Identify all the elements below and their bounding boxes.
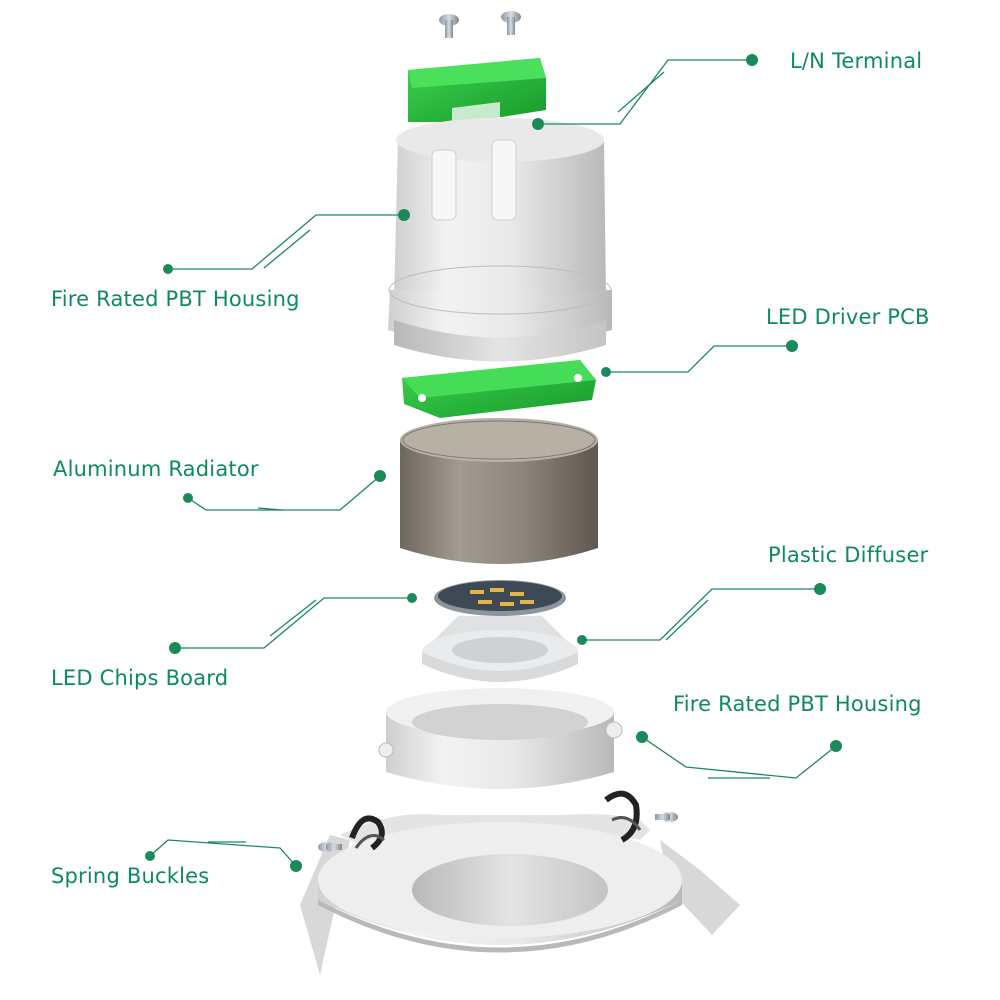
leader-lines: [149, 59, 837, 867]
screw-icon: [501, 11, 521, 35]
leader-dot: [636, 731, 648, 743]
leader-dot: [746, 54, 758, 66]
leader-dot: [398, 209, 410, 221]
leader-dot: [830, 740, 842, 752]
leader-dot: [577, 635, 587, 645]
screw-icon: [439, 14, 459, 38]
label-plastic-diffuser: Plastic Diffuser: [768, 543, 929, 567]
label-driver-pcb: LED Driver PCB: [766, 305, 930, 329]
plastic-diffuser-part: [422, 616, 578, 682]
leader-dot: [145, 851, 155, 861]
spring-buckle-icon: [604, 790, 642, 843]
label-spring-buckles: Spring Buckles: [51, 864, 210, 888]
leader-dot: [532, 118, 544, 130]
leader-dot: [183, 493, 193, 503]
trim-ring-part: [300, 814, 740, 975]
leader-dot: [374, 470, 386, 482]
screw-icon: [655, 812, 678, 822]
driver-pcb-part: [402, 360, 596, 418]
led-chips-board-part: [434, 580, 566, 616]
leader-dot: [786, 340, 798, 352]
leader-dot: [290, 860, 302, 872]
label-led-chips-board: LED Chips Board: [51, 666, 229, 690]
leader-dot: [814, 583, 826, 595]
lower-housing-part: [378, 688, 623, 789]
top-housing-part: [388, 118, 612, 362]
leader-dot: [407, 593, 417, 603]
leader-dot: [169, 642, 181, 654]
ln-terminal-part: [408, 58, 546, 124]
label-aluminum-radiator: Aluminum Radiator: [53, 457, 259, 481]
leader-dot: [601, 367, 611, 377]
spring-buckle-icon: [349, 815, 385, 851]
aluminum-radiator-part: [400, 418, 598, 564]
label-housing-top: Fire Rated PBT Housing: [51, 287, 300, 311]
leader-dots: [145, 54, 842, 872]
screw-icon: [318, 842, 342, 852]
leader-dot: [163, 264, 173, 274]
label-housing-bottom: Fire Rated PBT Housing: [673, 692, 922, 716]
label-ln-terminal: L/N Terminal: [790, 49, 923, 73]
